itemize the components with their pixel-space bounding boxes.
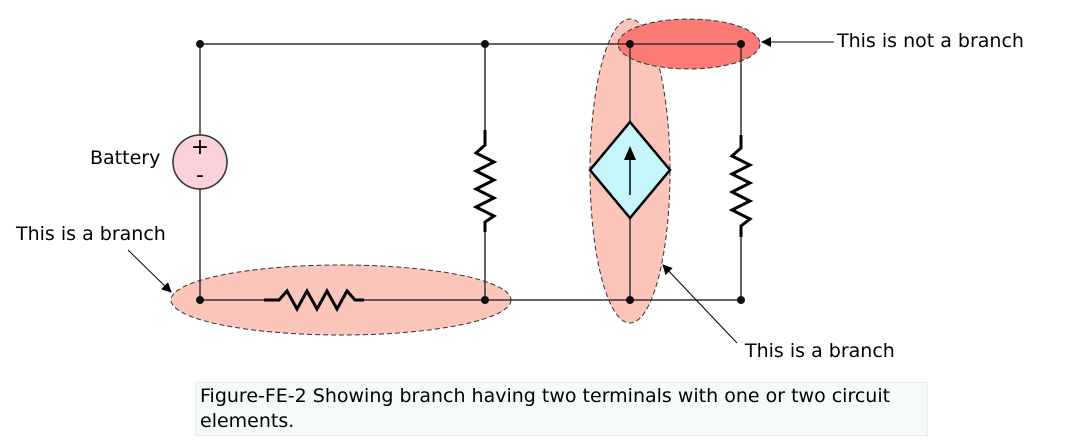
node <box>481 40 489 48</box>
node <box>481 296 489 304</box>
node <box>196 40 204 48</box>
branch-label-left: This is a branch <box>15 223 166 245</box>
battery-plus-sign: + <box>191 135 209 160</box>
branch-label-right: This is a branch <box>744 340 895 362</box>
resistor-middle <box>472 130 498 232</box>
battery-label: Battery <box>90 147 160 169</box>
branch-right-arrow <box>662 264 738 344</box>
node <box>196 296 204 304</box>
branch-left-arrow <box>127 249 172 293</box>
battery: + - <box>172 134 228 190</box>
figure-caption: Figure-FE-2 Showing branch having two te… <box>195 382 928 436</box>
battery-minus-sign: - <box>196 163 204 188</box>
resistor-bottom <box>264 287 364 313</box>
arrow-up-icon <box>624 146 636 160</box>
node <box>626 40 634 48</box>
node <box>737 40 745 48</box>
resistor-right <box>728 135 754 237</box>
node <box>737 296 745 304</box>
node <box>626 296 634 304</box>
circuit-nodes <box>196 40 745 304</box>
wires <box>199 43 742 301</box>
dependent-current-source <box>588 120 672 220</box>
not-branch-label: This is not a branch <box>836 30 1024 52</box>
